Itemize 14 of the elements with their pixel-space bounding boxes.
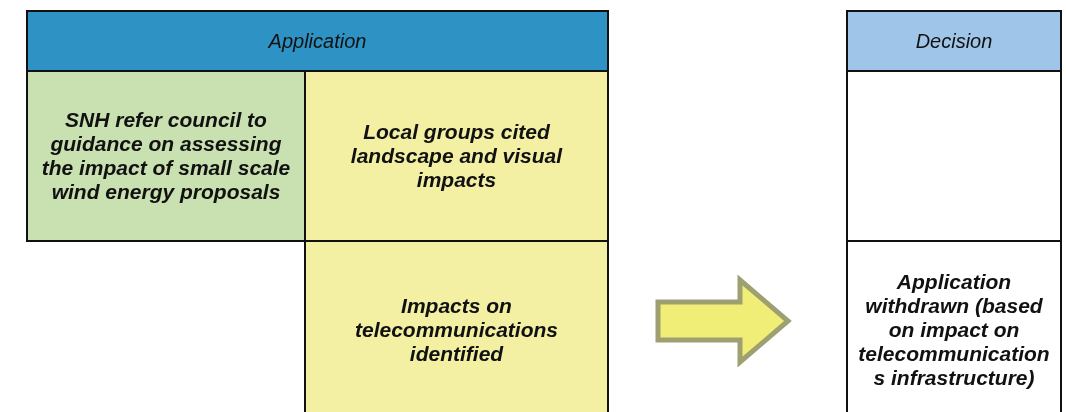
note-box	[304, 240, 609, 412]
note-text: Local groups cited landscape and visual impacts	[349, 120, 564, 192]
note-text: Impacts on telecommunications identified	[353, 294, 560, 366]
note-box	[304, 70, 609, 242]
outcome-box	[846, 240, 1062, 412]
header-text: Decision	[915, 29, 993, 53]
header-text: Application	[268, 29, 367, 53]
empty-box	[846, 70, 1062, 242]
note-box	[26, 70, 306, 242]
column-header	[846, 10, 1062, 72]
note-text: Application withdrawn (based on impact on telecommunications infrastructure)	[857, 270, 1051, 390]
column-header	[26, 10, 609, 72]
note-text: SNH refer council to guidance on assessing the impact of small scale wind energy proposals	[40, 108, 292, 204]
block-arrow	[655, 274, 792, 368]
